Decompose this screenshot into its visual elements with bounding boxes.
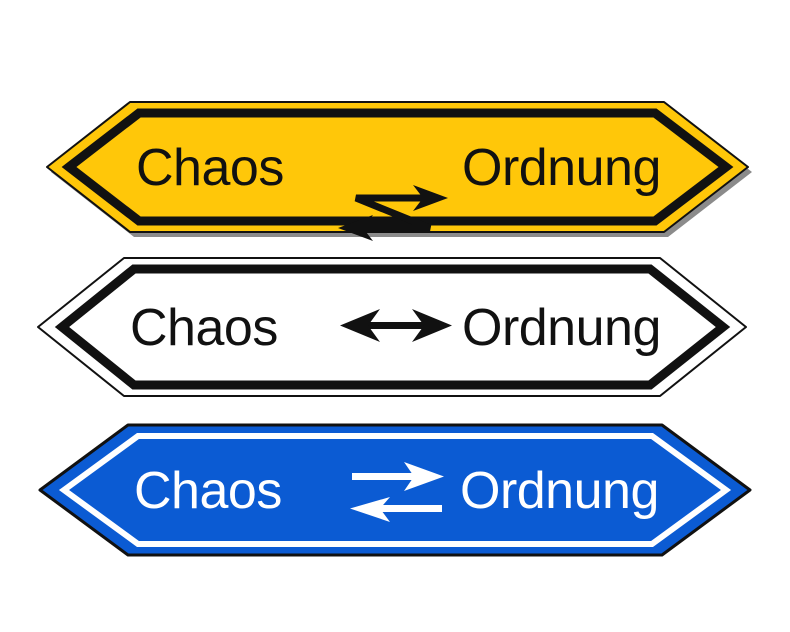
sign-left-label: Chaos [130, 299, 278, 357]
sign-right-label: Ordnung [462, 139, 661, 197]
sign-white-graphic: Chaos Ordnung [37, 257, 747, 397]
arrow-shaft-upper [352, 473, 422, 480]
arrow-head-right [413, 185, 448, 211]
sign-inner-border [61, 108, 734, 226]
sign-blue-graphic: Chaos Ordnung [38, 423, 752, 557]
sign-inner-border [58, 433, 732, 547]
sign-yellow[interactable]: Chaos Ordnung [0, 80, 790, 250]
sign-white[interactable]: Chaos Ordnung [0, 245, 790, 405]
sign-inner-border [54, 264, 731, 390]
arrow-head-left [338, 215, 373, 241]
arrow-shaft [360, 322, 432, 329]
arrow-head-left [350, 497, 390, 522]
sign-blue[interactable]: Chaos Ordnung [0, 405, 790, 570]
arrow-head-right [412, 309, 452, 342]
sign-plate [46, 101, 749, 233]
arrow-zigzag-path [352, 194, 434, 232]
sign-right-label: Ordnung [460, 462, 659, 520]
sign-yellow-graphic: Chaos Ordnung [46, 101, 752, 241]
sign-plate [38, 423, 752, 557]
sign-right-label: Ordnung [462, 299, 661, 357]
sign-left-label: Chaos [134, 462, 282, 520]
arrow-pair-equilibrium-icon [350, 462, 444, 522]
sign-left-label: Chaos [136, 139, 284, 197]
arrow-zigzag-equilibrium-icon [338, 185, 448, 241]
arrow-shaft-lower [372, 505, 442, 512]
arrow-head-left [340, 309, 380, 342]
arrow-left-right-icon [340, 309, 452, 342]
arrow-head-right [404, 462, 444, 491]
